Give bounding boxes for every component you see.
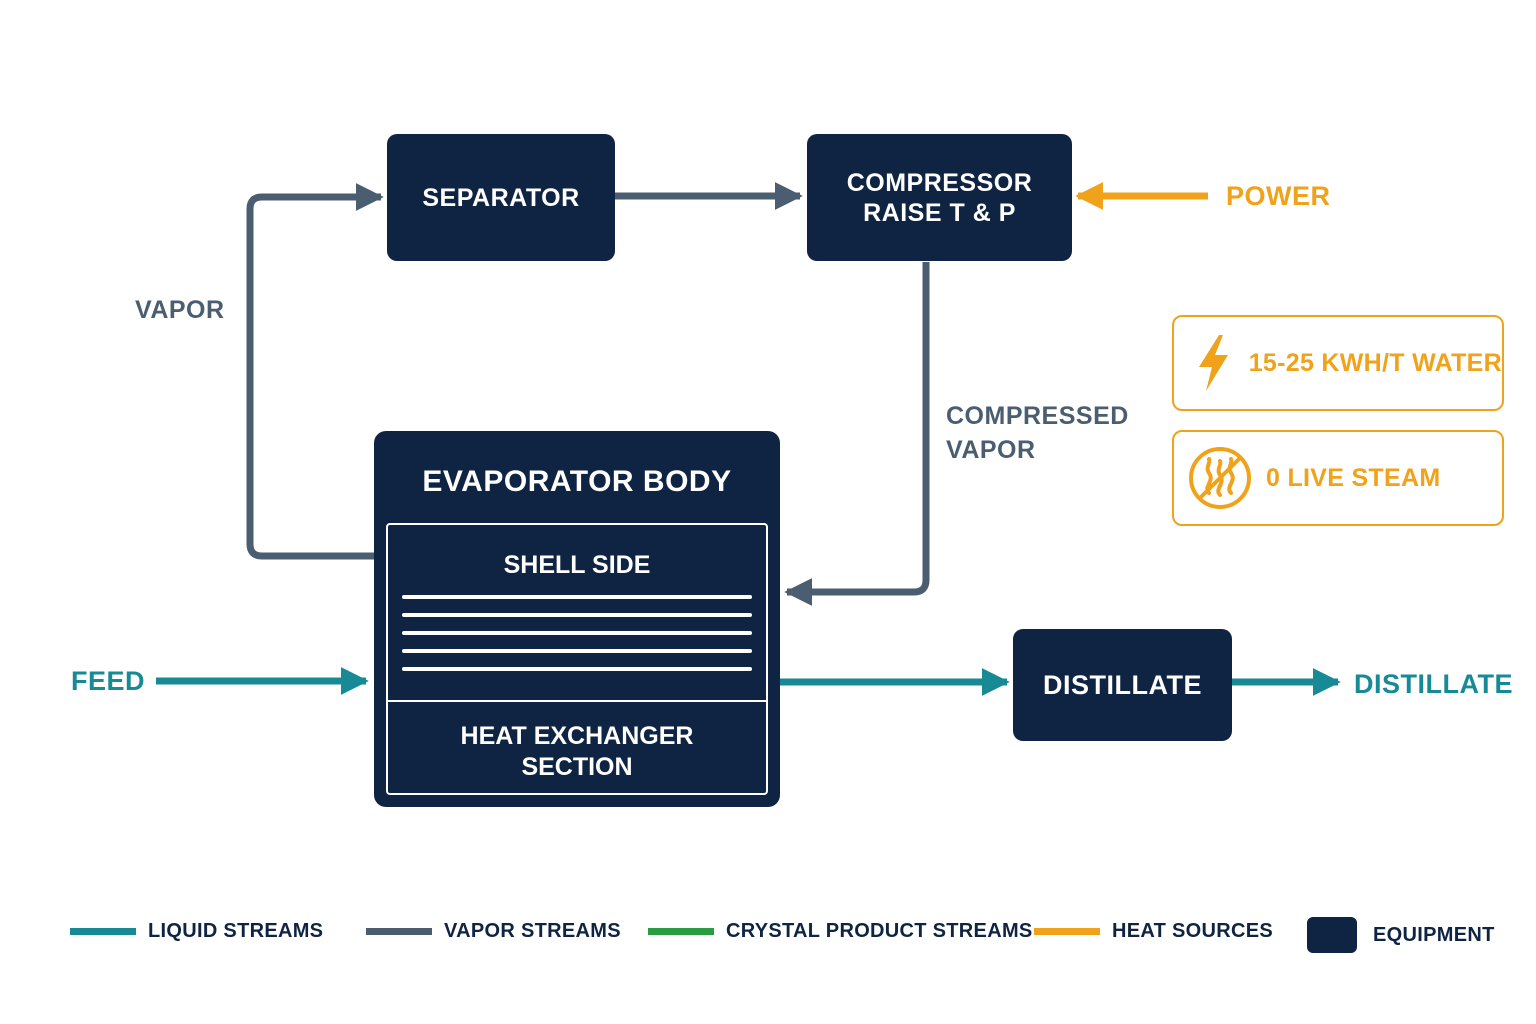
heat-exchanger-line-1: HEAT EXCHANGER (460, 722, 694, 750)
steam-card: 0 LIVE STEAM (1172, 430, 1504, 526)
legend-vapor-streams: VAPOR STREAMS (366, 920, 621, 943)
legend-swatch (1307, 917, 1357, 953)
separator-label: SEPARATOR (422, 183, 580, 212)
compressed-vapor-label: COMPRESSED VAPOR (946, 400, 1129, 468)
compressed-vapor-line (784, 262, 930, 606)
tube-bundle (402, 595, 752, 675)
tube-line (402, 595, 752, 599)
legend-swatch (366, 928, 432, 935)
legend-liquid-streams: LIQUID STREAMS (70, 920, 323, 943)
compressor-sublabel: RAISE T & P (863, 198, 1016, 227)
legend-swatch (1034, 928, 1100, 935)
steam-stat: 0 LIVE STEAM (1266, 463, 1441, 492)
tube-line (402, 649, 752, 653)
no-steam-icon (1174, 445, 1266, 511)
energy-stat: 15-25 KWH/T WATER (1248, 348, 1502, 377)
shell-side-label: SHELL SIDE (503, 551, 651, 579)
evaporator-inner-frame: SHELL SIDE HEAT EXCHANGER SECTION (386, 523, 768, 795)
section-divider (388, 700, 766, 702)
lightning-bolt-icon (1178, 333, 1249, 393)
distillate-box-label: DISTILLATE (1043, 669, 1202, 700)
legend-equipment: EQUIPMENT (1307, 917, 1495, 953)
tube-line (402, 667, 752, 671)
heat-exchanger-line-2: SECTION (521, 753, 633, 782)
legend-label: VAPOR STREAMS (444, 920, 621, 942)
vapor-label: VAPOR (135, 296, 225, 324)
evaporator-title: EVAPORATOR BODY (422, 465, 732, 498)
tube-line (402, 613, 752, 617)
power-label: POWER (1226, 181, 1331, 211)
evaporator-body: EVAPORATOR BODY SHELL SIDE HEAT EXCHANGE… (374, 431, 780, 807)
tube-line (402, 631, 752, 635)
compressor-label: COMPRESSOR (846, 168, 1033, 197)
compressor-box: COMPRESSOR RAISE T & P (807, 134, 1072, 261)
separator-box: SEPARATOR (387, 134, 615, 261)
legend-swatch (648, 928, 714, 935)
legend-label: CRYSTAL PRODUCT STREAMS (726, 920, 1033, 942)
legend-label: HEAT SOURCES (1112, 920, 1274, 942)
feed-label: FEED (71, 666, 146, 696)
legend-heat-sources: HEAT SOURCES (1034, 920, 1273, 943)
vapor-line-evaporator-to-separator (246, 183, 384, 560)
distillate-box: DISTILLATE (1013, 629, 1232, 741)
distillate-out-label: DISTILLATE (1354, 669, 1513, 699)
legend-swatch (70, 928, 136, 935)
heat-exchanger-label: HEAT EXCHANGER SECTION (388, 721, 766, 784)
legend-label: EQUIPMENT (1373, 923, 1495, 946)
energy-card: 15-25 KWH/T WATER (1172, 315, 1504, 411)
legend-label: LIQUID STREAMS (148, 920, 324, 942)
compressed-vapor-line-2: VAPOR (946, 435, 1036, 464)
legend-crystal-product-streams: CRYSTAL PRODUCT STREAMS (648, 920, 1033, 943)
compressed-vapor-line-1: COMPRESSED (946, 402, 1129, 430)
